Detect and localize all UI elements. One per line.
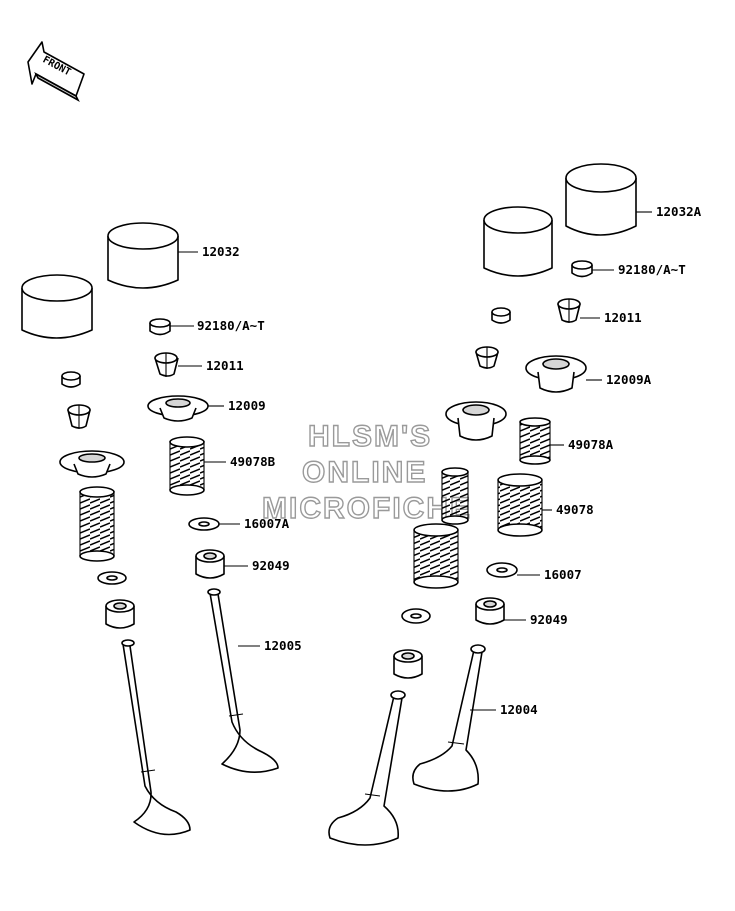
front-arrow-icon: FRONT xyxy=(27,41,85,102)
spring-right-d-outer xyxy=(497,473,543,537)
retainer-left-b xyxy=(147,395,209,422)
valve-left-a xyxy=(121,639,191,836)
tappet-left-b xyxy=(107,222,179,289)
retainer-left-a xyxy=(59,450,125,478)
label-49078A: 49078A xyxy=(568,437,614,452)
label-16007A: 16007A xyxy=(244,516,290,531)
label-92180-right: 92180/A~T xyxy=(618,262,686,277)
label-12009A: 12009A xyxy=(606,372,652,387)
valve-left-b xyxy=(207,588,279,773)
seat-left-b xyxy=(188,517,220,531)
valve-right-d xyxy=(412,644,486,792)
label-12011-right: 12011 xyxy=(604,310,642,325)
seal-right-d xyxy=(475,597,505,625)
seal-left-b xyxy=(195,549,225,579)
label-16007: 16007 xyxy=(544,567,582,582)
label-92180-left: 92180/A~T xyxy=(197,318,265,333)
label-12005: 12005 xyxy=(264,638,302,653)
valve-right-c xyxy=(328,690,406,846)
spring-left-b xyxy=(169,436,205,496)
cotter-right-c xyxy=(475,346,499,369)
spring-left-a xyxy=(79,486,115,562)
spring-right-c-outer xyxy=(413,523,459,589)
label-49078B: 49078B xyxy=(230,454,276,469)
spring-right-c-inner xyxy=(441,467,469,525)
label-12011-left: 12011 xyxy=(206,358,244,373)
shim-left-b xyxy=(149,318,171,336)
part-labels: 12032 12032A 92180/A~T 92180/A~T 12011 1… xyxy=(197,204,702,717)
leader-lines xyxy=(170,211,652,711)
label-12032A: 12032A xyxy=(656,204,702,219)
seat-right-d xyxy=(486,562,518,578)
shim-left-a xyxy=(61,371,81,388)
label-12004: 12004 xyxy=(500,702,538,717)
watermark: HLSM'S ONLINE MICROFICHE xyxy=(261,419,472,525)
cotter-left-a xyxy=(67,404,91,429)
shim-right-d xyxy=(571,260,593,278)
watermark-line-2: ONLINE xyxy=(302,456,427,489)
cotter-left-b xyxy=(154,352,179,377)
seat-left-a xyxy=(97,571,127,585)
retainer-right-c xyxy=(445,401,507,441)
tappet-right-c xyxy=(483,206,553,277)
retainer-right-d xyxy=(525,355,587,393)
label-49078: 49078 xyxy=(556,502,594,517)
label-12032: 12032 xyxy=(202,244,240,259)
label-92049-right: 92049 xyxy=(530,612,568,627)
tappet-right-d xyxy=(565,163,637,236)
shim-right-c xyxy=(491,307,511,324)
label-92049-left: 92049 xyxy=(252,558,290,573)
tappet-left-a xyxy=(21,274,93,339)
label-12009: 12009 xyxy=(228,398,266,413)
seat-right-c xyxy=(401,608,431,624)
cotter-right-d xyxy=(557,298,581,323)
seal-left-a xyxy=(105,599,135,629)
seal-right-c xyxy=(393,649,423,679)
spring-right-d-inner xyxy=(519,417,551,465)
watermark-line-1: HLSM'S xyxy=(308,420,432,453)
watermark-line-3: MICROFICHE xyxy=(262,492,472,525)
